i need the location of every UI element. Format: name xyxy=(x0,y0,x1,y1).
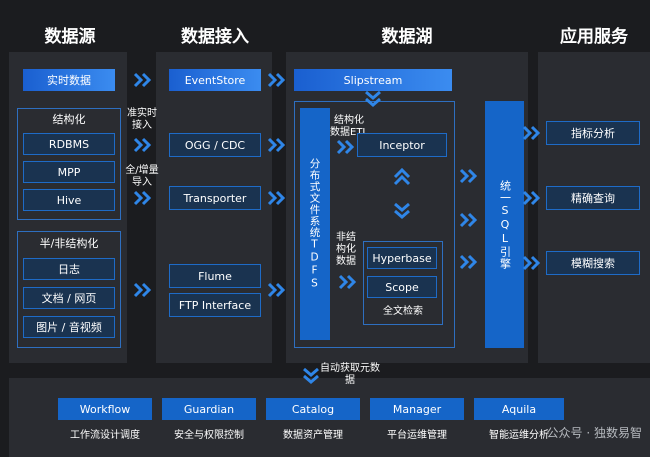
structured-etl-label: 结构化数据ETL xyxy=(330,115,368,138)
watermark: 公众号 · 独数易智 xyxy=(546,426,642,440)
workflow-box: Workflow xyxy=(58,398,152,420)
column-title-ingest: 数据接入 xyxy=(181,27,249,47)
structured-group-title: 结构化 xyxy=(52,113,86,126)
guardian-box: Guardian xyxy=(162,398,256,420)
arrow-slipstream-down xyxy=(365,90,381,107)
arrow-eventstore-to-slipstream xyxy=(267,72,286,88)
arrow-structured-to-transporter xyxy=(133,190,152,206)
document-web-box: 文档 / 网页 xyxy=(23,287,115,309)
scope-box: Scope xyxy=(367,276,437,298)
arrow-lake-to-sql-1 xyxy=(459,168,478,184)
flume-box: Flume xyxy=(169,264,261,288)
realtime-data-box: 实时数据 xyxy=(23,69,115,91)
log-box: 日志 xyxy=(23,258,115,280)
arrow-metadata-down xyxy=(303,367,319,384)
hive-box: Hive xyxy=(23,189,115,211)
catalog-caption: 数据资产管理 xyxy=(283,430,343,441)
unstructured-label: 非结构化数据 xyxy=(336,232,356,267)
arrow-realtime-to-eventstore xyxy=(133,72,152,88)
arrow-sql-to-metric xyxy=(522,125,541,141)
near-realtime-label: 准实时接入 xyxy=(127,108,157,131)
search-group xyxy=(363,241,443,325)
sql-engine-box: 统一SQL引擎 xyxy=(485,101,524,348)
structured-group xyxy=(17,108,121,220)
column-title-service: 应用服务 xyxy=(560,27,628,47)
lake-storage-group xyxy=(294,101,455,348)
arrow-ingest-to-tdfs-3 xyxy=(267,282,286,298)
manager-box: Manager xyxy=(370,398,464,420)
inceptor-box: Inceptor xyxy=(357,133,447,157)
arrow-inceptor-down xyxy=(394,202,410,219)
tdfs-box: 分布式文件系统TDFS xyxy=(300,108,330,340)
ogg-cdc-box: OGG / CDC xyxy=(169,133,261,157)
semi-structured-group-title: 半/非结构化 xyxy=(39,237,99,250)
arrow-structured-to-ogg xyxy=(133,137,152,153)
arrow-inceptor-up xyxy=(393,168,411,186)
aquila-box: Aquila xyxy=(474,398,564,420)
aquila-caption: 智能运维分析 xyxy=(489,430,549,441)
full-incremental-label: 全/增量导入 xyxy=(125,165,159,188)
guardian-caption: 安全与权限控制 xyxy=(174,430,244,441)
semi-structured-group xyxy=(17,231,121,348)
arrow-sql-to-fuzzy xyxy=(522,255,541,271)
hyperbase-box: Hyperbase xyxy=(367,247,437,269)
manager-caption: 平台运维管理 xyxy=(387,430,447,441)
column-title-lake: 数据湖 xyxy=(381,27,433,47)
image-av-box: 图片 / 音视频 xyxy=(23,316,115,338)
exact-query-box: 精确查询 xyxy=(546,186,640,210)
arrow-tdfs-to-inceptor xyxy=(336,139,355,155)
arrow-lake-to-sql-3 xyxy=(459,254,478,270)
ftp-interface-box: FTP Interface xyxy=(169,293,261,317)
arrow-ingest-to-tdfs-1 xyxy=(267,137,286,153)
mpp-box: MPP xyxy=(23,161,115,183)
arrow-tdfs-to-hyperbase xyxy=(338,274,357,290)
transporter-box: Transporter xyxy=(169,186,261,210)
metric-analysis-box: 指标分析 xyxy=(546,121,640,145)
arrow-lake-to-sql-2 xyxy=(459,212,478,228)
arrow-semi-to-flume xyxy=(133,282,152,298)
rdbms-box: RDBMS xyxy=(23,133,115,155)
workflow-caption: 工作流设计调度 xyxy=(70,430,140,441)
fulltext-search-label: 全文检索 xyxy=(383,306,423,317)
eventstore-box: EventStore xyxy=(169,69,261,91)
arrow-sql-to-exact xyxy=(522,190,541,206)
fuzzy-search-box: 模糊搜索 xyxy=(546,251,640,275)
column-title-source: 数据源 xyxy=(44,27,96,47)
slipstream-box: Slipstream xyxy=(294,69,452,91)
auto-fetch-metadata-label: 自动获取元数据 xyxy=(320,363,380,386)
catalog-box: Catalog xyxy=(266,398,360,420)
arrow-ingest-to-tdfs-2 xyxy=(267,190,286,206)
